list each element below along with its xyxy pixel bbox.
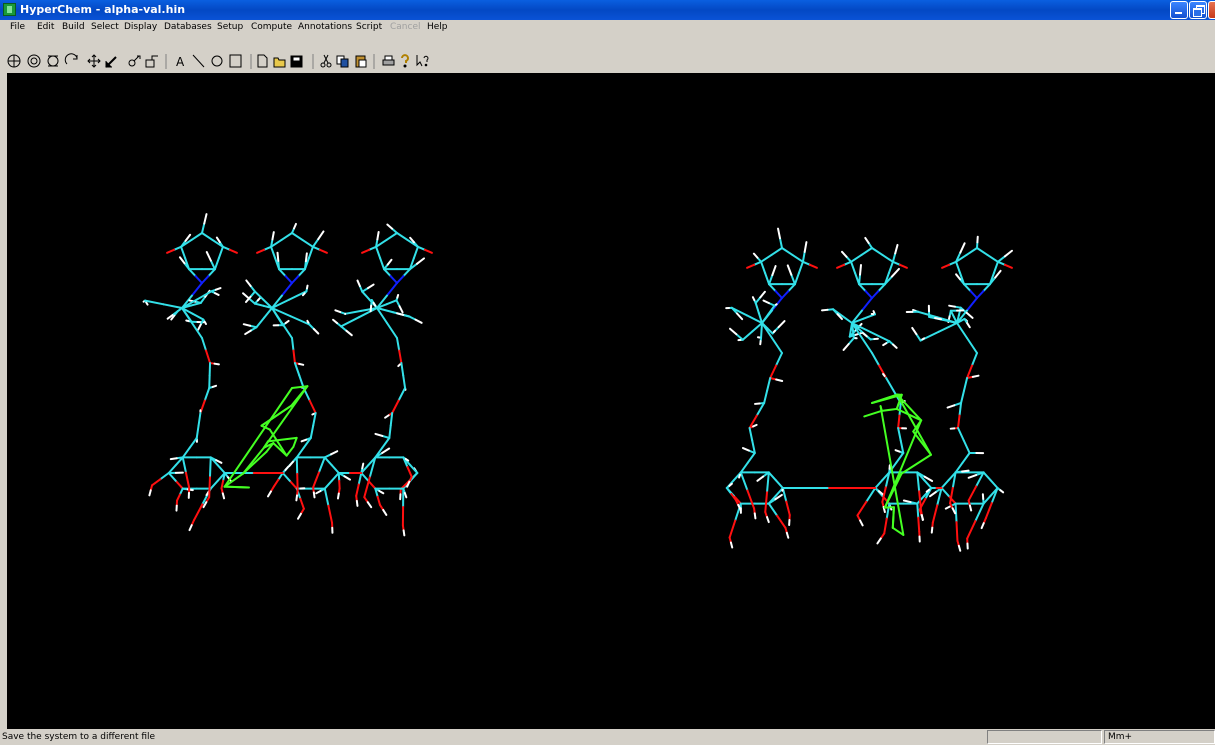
menu-cancel: Cancel <box>390 22 421 32</box>
status-bar: Save the system to a different file Mm+ <box>0 729 1215 745</box>
magnify-tool-icon[interactable] <box>128 55 141 67</box>
molecule-viewport[interactable] <box>7 73 1215 729</box>
new-file-icon[interactable] <box>257 54 268 68</box>
restore-button[interactable] <box>1189 1 1207 19</box>
annotation-text-tool[interactable]: A <box>176 55 185 69</box>
toolbar: A <box>7 53 429 69</box>
cut-icon[interactable] <box>320 54 332 68</box>
title-bar: HyperChem - alpha-val.hin <box>0 0 1215 20</box>
molecule-workspace[interactable] <box>7 73 1215 729</box>
save-file-icon[interactable] <box>290 55 303 68</box>
print-icon[interactable] <box>382 55 395 66</box>
z-translate-icon[interactable] <box>105 56 117 68</box>
menu-file[interactable]: File <box>10 22 26 32</box>
menu-annotations[interactable]: Annotations <box>298 22 353 32</box>
rotate-out-of-plane-icon[interactable] <box>47 55 59 67</box>
menu-select[interactable]: Select <box>91 22 119 32</box>
close-button[interactable] <box>1208 1 1215 19</box>
paste-icon[interactable] <box>355 55 367 68</box>
window-title: HyperChem - alpha-val.hin <box>20 3 186 16</box>
select-tool-icon[interactable] <box>27 54 41 68</box>
copy-icon[interactable] <box>336 55 349 68</box>
open-file-icon[interactable] <box>273 57 286 68</box>
menu-setup[interactable]: Setup <box>217 22 244 32</box>
menu-display[interactable]: Display <box>124 22 158 32</box>
menu-help[interactable]: Help <box>427 22 448 32</box>
status-panel-empty <box>987 730 1102 744</box>
menu-compute[interactable]: Compute <box>251 22 293 32</box>
annotation-ellipse-icon[interactable] <box>211 55 223 67</box>
translate-tool-icon[interactable] <box>87 54 101 68</box>
annotation-line-icon[interactable] <box>192 54 205 68</box>
draw-tool-icon[interactable] <box>7 54 21 68</box>
menu-script[interactable]: Script <box>356 22 383 32</box>
annotation-rectangle-icon[interactable] <box>229 54 242 68</box>
minimize-button[interactable] <box>1170 1 1188 19</box>
hyperchem-app-icon[interactable] <box>3 3 16 16</box>
status-message: Save the system to a different file <box>2 732 156 742</box>
z-clip-tool-icon[interactable] <box>145 55 158 68</box>
menu-edit[interactable]: Edit <box>37 22 55 32</box>
menu-bar: File Edit Build Select Display Databases… <box>0 20 1215 34</box>
rotate-in-plane-icon[interactable] <box>64 53 78 65</box>
context-help-icon[interactable] <box>416 55 429 67</box>
help-icon[interactable] <box>401 54 409 68</box>
menu-databases[interactable]: Databases <box>164 22 212 32</box>
menu-build[interactable]: Build <box>62 22 85 32</box>
status-mode: Mm+ <box>1104 730 1215 744</box>
